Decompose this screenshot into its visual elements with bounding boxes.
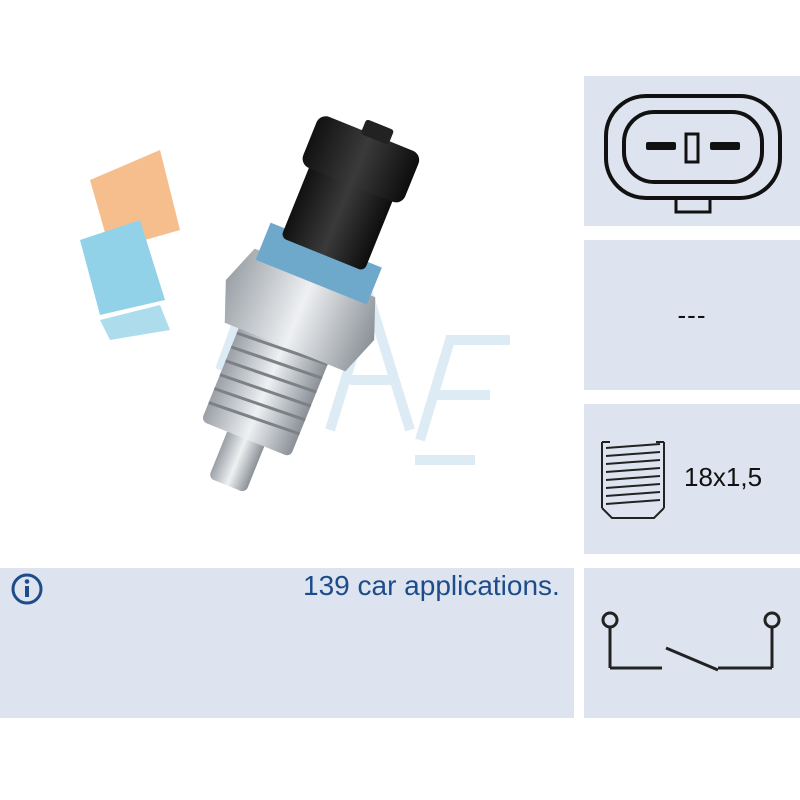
connector-panel bbox=[584, 76, 800, 226]
placeholder-text: --- bbox=[677, 299, 707, 330]
sensor-product-photo bbox=[150, 110, 450, 520]
thread-panel: 18x1,5 bbox=[584, 404, 800, 554]
info-bar bbox=[0, 568, 574, 718]
two-pin-connector-icon bbox=[600, 90, 786, 216]
normally-open-switch-icon bbox=[598, 608, 788, 678]
switch-type-panel bbox=[584, 568, 800, 718]
unspecified-spec-panel: --- bbox=[584, 240, 800, 390]
thread-icon bbox=[598, 438, 668, 522]
car-applications-text[interactable]: 139 car applications. bbox=[303, 570, 560, 601]
thread-size-label: 18x1,5 bbox=[684, 462, 763, 492]
info-icon bbox=[10, 572, 44, 606]
